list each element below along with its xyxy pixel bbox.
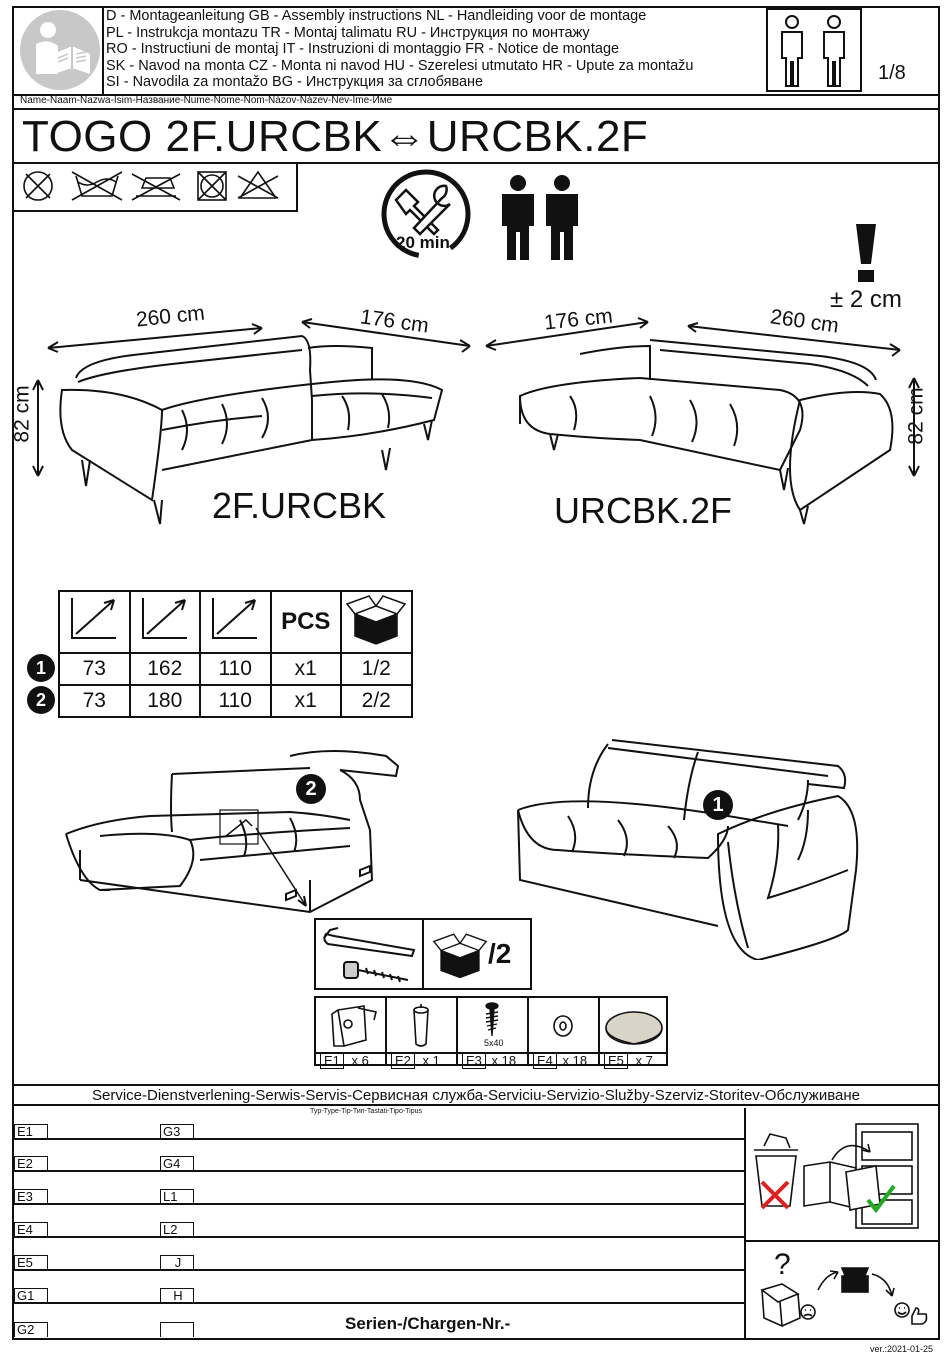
service-slot[interactable]: H <box>160 1288 194 1303</box>
module-2-drawing <box>60 740 410 920</box>
model-left: 2F.URCBK <box>212 485 387 526</box>
box-icon <box>340 590 413 654</box>
fitting-label: E5 x 7 <box>604 1052 666 1069</box>
service-slot[interactable]: L2 <box>160 1222 194 1237</box>
assembly-time: 20 min <box>396 233 450 252</box>
service-slot[interactable]: G2 <box>14 1322 48 1337</box>
sofa-urcbk-2f-drawing <box>480 300 920 540</box>
allen-key-icon <box>323 927 416 983</box>
care-symbols <box>12 162 298 212</box>
package-fraction: /2 <box>488 938 512 969</box>
fitting-label: E1 x 6 <box>320 1052 382 1069</box>
warning-icon <box>852 222 880 284</box>
fitting-label: E4 x 18 <box>533 1052 595 1069</box>
leg-icon <box>413 1004 429 1047</box>
package-icon <box>432 933 488 979</box>
fitting-label: E3 x 18 <box>462 1052 524 1069</box>
row-number-1: 1 <box>27 654 55 682</box>
model-right: URCBK.2F <box>554 490 733 531</box>
version-label: ver.:2021-01-25 <box>870 1344 934 1354</box>
serien-label: Serien-/Chargen-Nr.- <box>345 1314 511 1333</box>
two-persons-icon-large <box>496 174 586 262</box>
service-slot[interactable]: E1 <box>14 1124 48 1139</box>
fittings-box: 5x40 E1 x 6 E2 x 1 E3 x 18 E4 x 18 E5 x … <box>314 996 668 1069</box>
module-label-1: 1 <box>703 790 733 820</box>
two-persons-icon <box>766 8 862 92</box>
page-frame <box>12 6 940 1340</box>
service-slot[interactable]: E4 <box>14 1222 48 1237</box>
row-number-2: 2 <box>27 686 55 714</box>
screw-size: 5x40 <box>484 1038 504 1048</box>
height-icon <box>199 590 272 654</box>
width-icon <box>58 590 131 654</box>
parts-table: PCS 73 162 110 x1 1/2 73 180 110 x1 2/2 <box>58 590 413 718</box>
sofa-2f-urcbk-drawing <box>12 300 472 540</box>
glide-pad-icon <box>605 1011 663 1045</box>
service-slot[interactable]: G4 <box>160 1156 194 1171</box>
service-slot[interactable]: G3 <box>160 1124 194 1139</box>
depth-icon <box>128 590 201 654</box>
service-slot[interactable]: E2 <box>14 1156 48 1171</box>
tool-box: /2 <box>314 918 532 990</box>
left-height-dim: 82 cm <box>10 385 34 443</box>
tolerance-text: ± 2 cm <box>830 286 902 313</box>
service-slot[interactable]: L1 <box>160 1189 194 1204</box>
right-height-dim: 82 cm <box>904 387 928 445</box>
page-number: 1/8 <box>878 62 906 84</box>
parts-row: 73 162 110 x1 1/2 <box>58 652 413 686</box>
service-slot[interactable]: E3 <box>14 1189 48 1204</box>
keep-instructions-icon <box>750 1116 936 1236</box>
header-languages: D - Montageanleitung GB - Assembly instr… <box>106 8 694 90</box>
product-title: TOGO 2F.URCBK⇔URCBK.2F <box>22 112 649 161</box>
service-slot[interactable]: E5 <box>14 1255 48 1270</box>
parts-row: 73 180 110 x1 2/2 <box>58 684 413 718</box>
type-line: Typ-Type-Tip-Тип-Tastati-Tipo-Tipus <box>310 1108 423 1115</box>
names-line: Name-Naam-Nazwa-Isim-Название-Nume-Nome-… <box>20 95 393 106</box>
screw-icon <box>485 1002 499 1037</box>
washer-icon <box>553 1015 573 1037</box>
service-title: Service-Dienstverlening-Serwis-Servis-Се… <box>12 1084 940 1106</box>
module-1-drawing <box>508 730 868 962</box>
manual-icon <box>18 8 102 92</box>
tools-icon <box>376 166 482 266</box>
service-contact-icon: ? <box>752 1246 934 1334</box>
service-slot[interactable]: J <box>160 1255 194 1270</box>
module-label-2: 2 <box>296 774 326 804</box>
svg-text:?: ? <box>774 1248 791 1281</box>
pcs-header: PCS <box>269 590 342 654</box>
service-slot[interactable]: G1 <box>14 1288 48 1303</box>
fitting-label: E2 x 1 <box>391 1052 453 1069</box>
service-slot[interactable] <box>160 1322 194 1337</box>
bracket-icon <box>331 1005 377 1048</box>
